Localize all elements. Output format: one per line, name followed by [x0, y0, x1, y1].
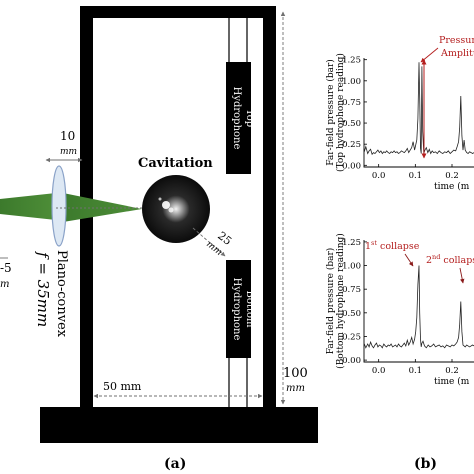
tank-right-wall [263, 6, 276, 410]
y-axis-label: Far-field pressure (bar) [325, 248, 336, 355]
pressure-pointer-arrow [420, 47, 439, 63]
dim-50-label: 50 mm [103, 380, 142, 393]
y-tick-label: 0.75 [342, 98, 361, 108]
bottom-hydrophone: Bottom Hydrophone [226, 260, 255, 358]
x-axis-label: time (m [434, 376, 470, 387]
top-hydrophone-label-2: Hydrophone [231, 87, 242, 150]
collapse-annotation: 2nd collaps [426, 253, 474, 266]
y-tick-label: 1.25 [342, 56, 361, 66]
dim-line-25 [192, 227, 226, 257]
y-axis-label-2: (Bottom hydrophone reading) [335, 233, 346, 369]
laser-beam [0, 193, 142, 222]
dim-10-label: 10 [60, 129, 75, 143]
axis-frame [363, 240, 474, 363]
dim-5-unit: m [0, 279, 9, 290]
bottom-hydrophone-label-2: Hydrophone [231, 278, 242, 341]
collapse-pointer-arrow [404, 253, 414, 267]
y-tick-label: 0.50 [342, 309, 361, 319]
bottom-hydrophone-label-1: Bottom [244, 291, 255, 328]
y-axis-label: Far-field pressure (bar) [325, 59, 336, 166]
y-tick-label: 0.50 [342, 119, 361, 129]
y-tick-label: 0.00 [342, 356, 361, 366]
dim-100-label: 100 [283, 366, 308, 381]
y-tick-label: 0.75 [342, 285, 361, 295]
x-tick-label: 0.1 [409, 366, 423, 376]
y-tick-label: 0.25 [342, 332, 361, 342]
pressure-annotation-line2: Amplitude [440, 48, 474, 59]
panel-b-caption: (b) [414, 456, 437, 472]
tank-top-wall [80, 6, 276, 18]
y-tick-label: 1.00 [342, 262, 361, 272]
axis-frame [363, 58, 474, 168]
y-tick-label: 1.25 [342, 238, 361, 248]
cavitation-bubble [142, 175, 210, 243]
dimension-lines [0, 11, 286, 405]
dim-100-unit: mm [286, 383, 305, 394]
lens-focal-length-label: f = 35mm [34, 251, 52, 327]
dim-5-label: -5 [0, 261, 12, 275]
hydrophone-cables [228, 18, 248, 407]
signal-line [363, 265, 474, 349]
panel-a-setup: Top Hydrophone Bottom Hydrophone Plano-c… [0, 6, 318, 472]
top-hydrophone-label-1: Top [244, 109, 255, 127]
y-tick-label: 0.25 [342, 140, 361, 150]
panel-a-caption: (a) [164, 456, 186, 472]
y-tick-label: 0.00 [342, 161, 361, 171]
cavitation-label: Cavitation [138, 156, 213, 171]
plano-convex-lens [51, 165, 67, 247]
x-tick-label: 0.2 [445, 171, 459, 181]
lens-type-label: Plano-convex [54, 250, 69, 338]
x-tick-label: 0.2 [445, 366, 459, 376]
top-hydrophone: Top Hydrophone [226, 62, 255, 174]
x-tick-label: 0.1 [409, 171, 423, 181]
tank-base [40, 407, 318, 443]
x-axis-label: time (m [434, 181, 470, 192]
signal-line [363, 62, 474, 156]
collapse-pointer-arrow [459, 267, 465, 284]
dim-10-unit: mm [60, 147, 77, 157]
y-tick-label: 1.00 [342, 77, 361, 87]
y-axis-label-2: (Top hydrophone reading) [335, 53, 346, 172]
x-tick-label: 0.0 [372, 171, 386, 181]
collapse-annotation: 1st collapse [365, 239, 420, 252]
x-tick-label: 0.0 [372, 366, 386, 376]
pressure-annotation-line1: Pressure [439, 35, 474, 46]
